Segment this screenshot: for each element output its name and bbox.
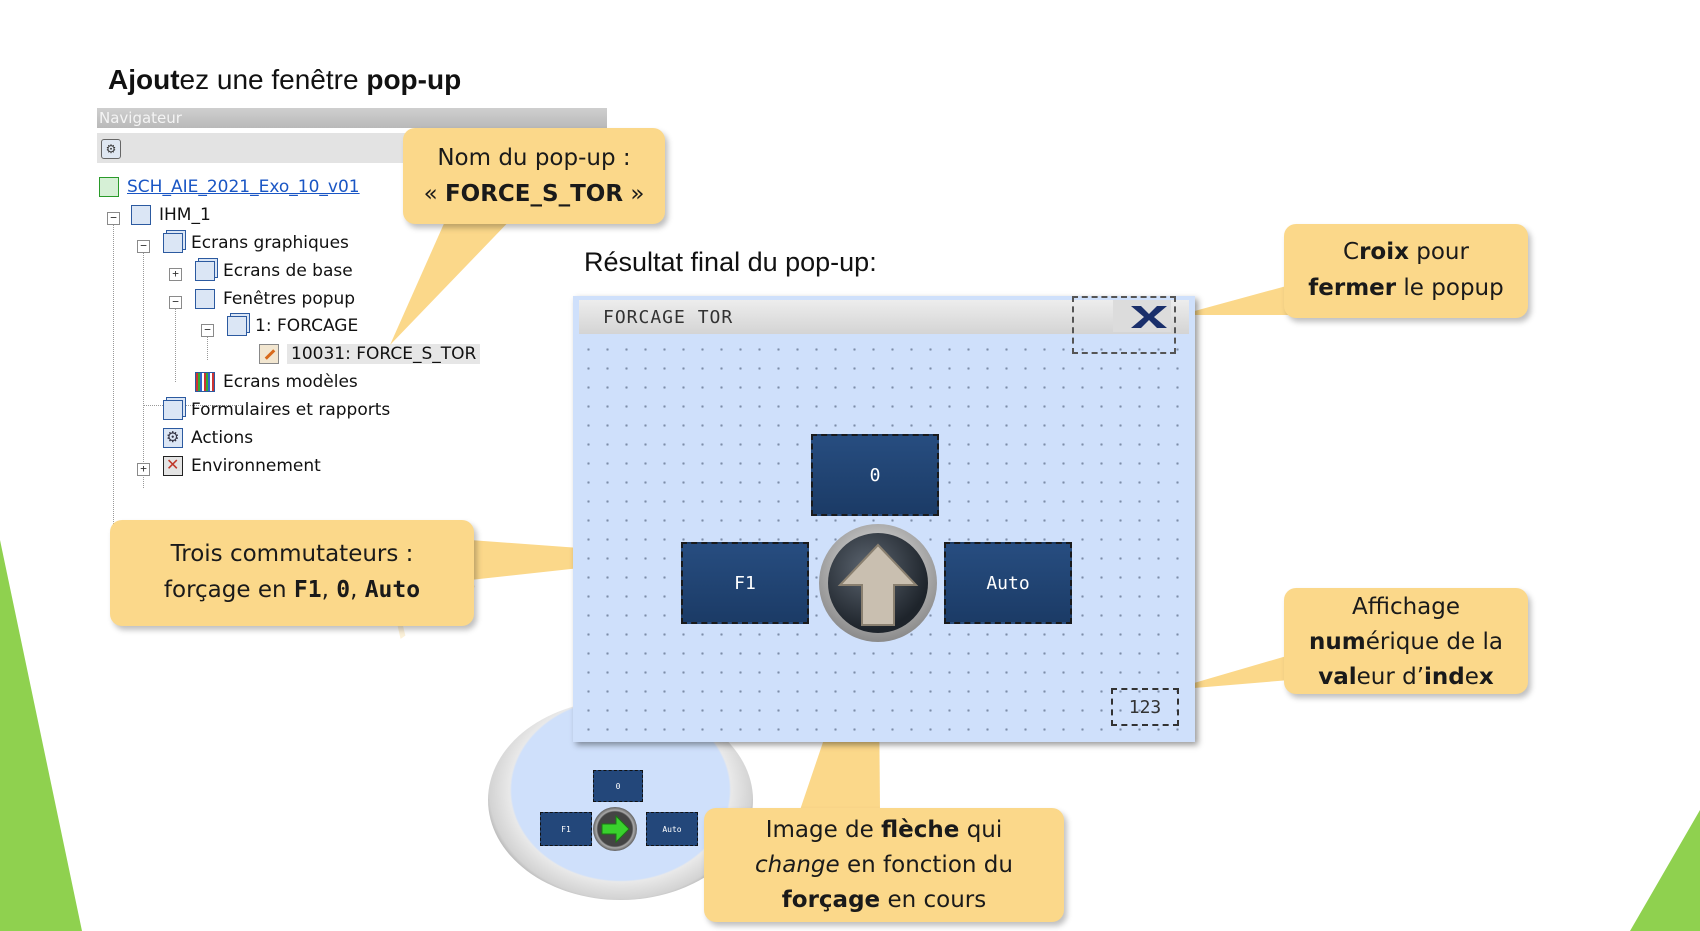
expand-icon[interactable]: +: [169, 268, 182, 281]
switch-button-auto[interactable]: Auto: [944, 542, 1072, 624]
callout-line: change en fonction du: [755, 852, 1013, 878]
tree-item-actions[interactable]: Actions: [163, 425, 253, 451]
green-arrow-icon: [593, 807, 637, 851]
folder-icon: [227, 316, 247, 336]
collapse-icon[interactable]: −: [137, 240, 150, 253]
callout-close: Croix pour fermer le popup: [1284, 224, 1528, 318]
tree-item-ecrans-modeles[interactable]: Ecrans modèles: [195, 369, 358, 395]
switch-button-f1[interactable]: F1: [681, 542, 809, 624]
callout-line: forçage en cours: [781, 887, 987, 913]
callout-line: Affichage: [1351, 594, 1461, 620]
popup-preview: FORCAGE TOR 0 F1 Auto 123: [573, 296, 1195, 742]
tree-item-label: IHM_1: [159, 205, 211, 225]
project-icon: [99, 177, 119, 197]
green-decoration-right: [1630, 810, 1700, 931]
result-label: Résultat final du pop-up:: [584, 247, 877, 277]
tree-item-force-s-tor[interactable]: 10031: FORCE_S_TOR: [259, 341, 481, 367]
callout-line: valeur d’index: [1318, 664, 1494, 690]
expand-icon[interactable]: +: [137, 463, 150, 476]
callout-switches: Trois commutateurs : forçage en F1, 0, A…: [110, 520, 474, 626]
mini-button-auto: Auto: [646, 812, 698, 846]
callout-line: numérique de la: [1309, 629, 1503, 655]
callout-line: fermer le popup: [1308, 275, 1504, 301]
callout-line: Trois commutateurs :: [170, 541, 414, 567]
tree-item-ecrans-de-base[interactable]: Ecrans de base: [195, 258, 353, 284]
base-screens-icon: [195, 261, 215, 281]
tree-item-environnement[interactable]: Environnement: [163, 453, 321, 479]
tree-item-label: Actions: [191, 428, 254, 448]
close-icon: [1131, 306, 1167, 328]
templates-icon: [195, 372, 215, 392]
mini-button-f1: F1: [540, 812, 592, 846]
tree-item-label: Formulaires et rapports: [191, 400, 391, 420]
tree-item-label: Ecrans modèles: [223, 372, 358, 392]
tree-item-fenetres-popup[interactable]: Fenêtres popup: [195, 286, 355, 312]
callout-line: forçage en F1, 0, Auto: [163, 577, 421, 603]
tree-item-label: 1: FORCAGE: [255, 316, 359, 336]
title-bold-popup: pop-up: [366, 64, 462, 95]
callout-line: Croix pour: [1343, 239, 1469, 265]
mini-button-zero: 0: [593, 770, 643, 802]
popup-windows-icon: [195, 289, 215, 309]
index-numeric-display: 123: [1111, 688, 1179, 726]
tree-item-label: Ecrans de base: [223, 261, 353, 281]
settings-icon[interactable]: ⚙: [101, 139, 121, 159]
project-link[interactable]: SCH_AIE_2021_Exo_10_v01: [127, 177, 360, 197]
navigator-titlebar: Navigateur: [97, 108, 607, 128]
popup-title: FORCAGE TOR: [603, 307, 734, 328]
title-mid-part: ez une fenêtre: [179, 64, 367, 95]
tree-item-forcage[interactable]: 1: FORCAGE: [227, 313, 358, 339]
hmi-icon: [131, 205, 151, 225]
popup-titlebar: FORCAGE TOR: [579, 300, 1189, 334]
up-arrow-icon: [837, 543, 919, 626]
close-button-frame: [1072, 296, 1176, 354]
green-decoration-left: [0, 540, 82, 931]
callout-line: Image de flèche qui: [765, 817, 1003, 843]
title-bold-part: Ajout: [108, 64, 180, 95]
slide-title: Ajoutez une fenêtre pop-up: [108, 64, 461, 96]
screens-icon: [163, 233, 183, 253]
callout-popup-name: Nom du pop-up : « FORCE_S_TOR »: [403, 128, 665, 224]
switch-button-zero[interactable]: 0: [811, 434, 939, 516]
callout-line: Nom du pop-up :: [437, 145, 631, 171]
tree-item-label-selected: 10031: FORCE_S_TOR: [287, 344, 481, 364]
tree-item-formulaires[interactable]: Formulaires et rapports: [163, 397, 390, 423]
tree-item-ihm[interactable]: IHM_1: [131, 202, 211, 228]
environment-icon: [163, 455, 183, 476]
arrow-indicator: [819, 524, 937, 642]
tree-item-label: Ecrans graphiques: [191, 233, 349, 253]
forms-icon: [163, 400, 183, 420]
close-button[interactable]: [1113, 300, 1171, 332]
tree-item-label: Environnement: [191, 456, 321, 476]
collapse-icon[interactable]: −: [201, 324, 214, 337]
collapse-icon[interactable]: −: [107, 212, 120, 225]
popup-screen-icon: [259, 344, 279, 364]
tree-item-label: Fenêtres popup: [223, 289, 356, 309]
navigator-title: Navigateur: [99, 109, 182, 127]
actions-icon: [163, 428, 183, 448]
tree-item-ecrans-graphiques[interactable]: Ecrans graphiques: [163, 230, 349, 256]
callout-arrow-image: Image de flèche qui change en fonction d…: [704, 808, 1064, 922]
arrow-indicator-face: [828, 533, 928, 633]
tree-project[interactable]: SCH_AIE_2021_Exo_10_v01: [99, 174, 360, 200]
collapse-icon[interactable]: −: [169, 296, 182, 309]
callout-index-display: Affichage numérique de la valeur d’index: [1284, 588, 1528, 694]
callout-line: « FORCE_S_TOR »: [423, 181, 645, 207]
